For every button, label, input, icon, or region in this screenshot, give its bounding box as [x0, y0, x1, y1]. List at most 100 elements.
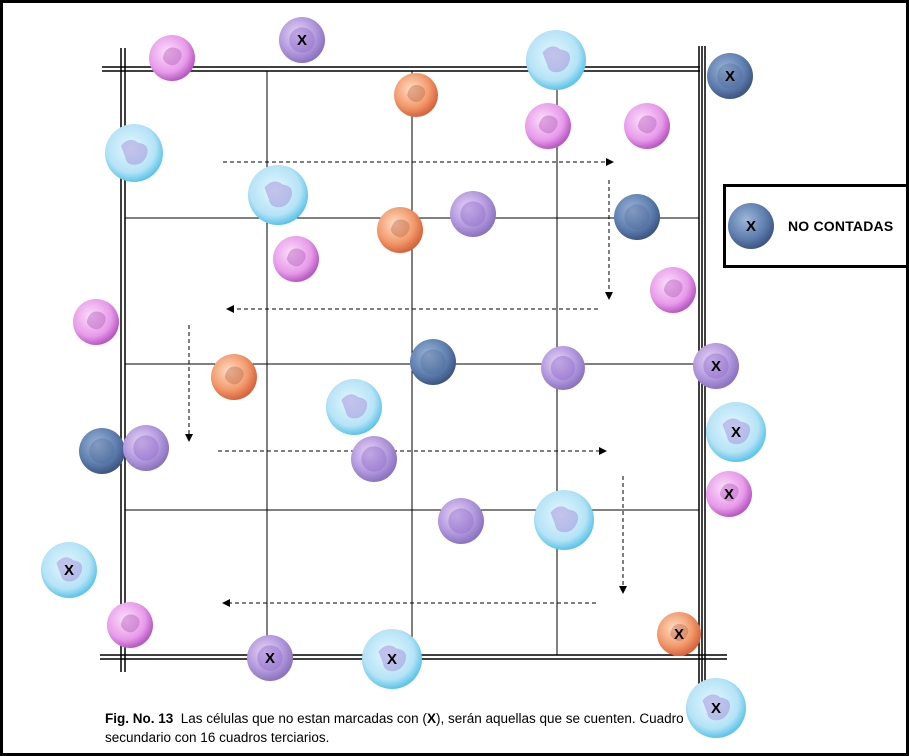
neutrophil-cell-body	[107, 602, 153, 648]
cell-x-marker: X	[724, 486, 734, 503]
monocyte-nucleus	[56, 557, 83, 582]
neutrophil-nucleus	[719, 483, 739, 502]
caption-text-after: ), serán aquellas que se cuenten. Cuadro…	[105, 711, 684, 745]
monocyte-nucleus	[378, 645, 407, 672]
lymphocyte-cell	[351, 436, 397, 482]
lymphocyte-cell-body	[541, 346, 585, 390]
neutrophil-nucleus	[162, 47, 182, 66]
neutrophil-nucleus	[286, 248, 306, 267]
eosinophil-cell	[211, 354, 257, 400]
cell-x-marker: X	[64, 562, 74, 579]
neutrophil-cell	[149, 35, 195, 81]
lymphocyte-nucleus	[133, 435, 159, 461]
monocyte-cell-body	[41, 542, 97, 598]
neutrophil-cell-body	[273, 236, 319, 282]
monocyte-nucleus	[341, 394, 368, 419]
basophil-cell-body	[614, 194, 660, 240]
lymphocyte-cell-body	[123, 425, 169, 471]
eosinophil-cell: X	[657, 612, 701, 656]
lymphocyte-nucleus	[448, 508, 474, 534]
neutrophil-cell-body	[706, 471, 752, 517]
eosinophil-nucleus	[224, 366, 244, 385]
basophil-cell-body	[79, 428, 125, 474]
lymphocyte-cell	[450, 191, 496, 237]
monocyte-cell-body	[326, 379, 382, 435]
monocyte-nucleus	[702, 694, 731, 721]
monocyte-cell-body	[248, 165, 308, 225]
eosinophil-cell	[377, 207, 423, 253]
monocyte-cell	[526, 30, 586, 90]
eosinophil-nucleus	[670, 624, 689, 642]
cell-x-marker: X	[387, 651, 397, 668]
basophil-cell-body	[410, 339, 456, 385]
legend-basophil-cell: X	[728, 203, 774, 249]
eosinophil-cell-body	[377, 207, 423, 253]
basophil-cell-body	[707, 53, 753, 99]
monocyte-cell-body	[105, 124, 163, 182]
lymphocyte-cell-body	[351, 436, 397, 482]
neutrophil-nucleus	[120, 614, 140, 633]
cell-x-marker: X	[725, 68, 735, 85]
monocyte-cell-body	[534, 490, 594, 550]
monocyte-cell: X	[362, 629, 422, 689]
neutrophil-cell-body	[73, 299, 119, 345]
monocyte-cell	[248, 165, 308, 225]
cell-x-marker: X	[297, 32, 307, 49]
basophil-nucleus	[420, 349, 446, 375]
monocyte-cell	[326, 379, 382, 435]
neutrophil-cell-body	[650, 267, 696, 313]
monocyte-cell-body	[686, 678, 746, 738]
monocyte-cell: X	[686, 678, 746, 738]
eosinophil-nucleus	[407, 85, 426, 103]
basophil-cell	[614, 194, 660, 240]
caption-text-before: Las células que no estan marcadas con (	[180, 711, 427, 726]
monocyte-cell-body	[706, 402, 766, 462]
neutrophil-nucleus	[637, 115, 657, 134]
neutrophil-cell	[525, 103, 571, 149]
legend-x-marker: X	[746, 218, 756, 235]
monocyte-nucleus	[722, 418, 751, 445]
eosinophil-cell	[394, 73, 438, 117]
lymphocyte-nucleus	[289, 27, 315, 53]
eosinophil-nucleus	[390, 219, 410, 238]
lymphocyte-cell-body	[450, 191, 496, 237]
monocyte-cell-body	[362, 629, 422, 689]
neutrophil-cell-body	[525, 103, 571, 149]
lymphocyte-nucleus	[257, 645, 283, 671]
lymphocyte-cell-body	[693, 343, 739, 389]
cell-x-marker: X	[711, 700, 721, 717]
neutrophil-cell	[273, 236, 319, 282]
neutrophil-nucleus	[86, 311, 106, 330]
lymphocyte-cell-body	[279, 17, 325, 63]
lymphocyte-nucleus	[361, 446, 387, 472]
legend-cell-body	[728, 203, 774, 249]
neutrophil-cell	[107, 602, 153, 648]
lymphocyte-cell-body	[438, 498, 484, 544]
lymphocyte-cell: X	[693, 343, 739, 389]
caption-marker: X	[426, 711, 436, 726]
lymphocyte-nucleus	[703, 353, 729, 379]
lymphocyte-nucleus	[550, 355, 576, 381]
lymphocyte-nucleus	[460, 201, 486, 227]
cell-x-marker: X	[711, 358, 721, 375]
lymphocyte-cell: X	[279, 17, 325, 63]
monocyte-nucleus	[264, 181, 293, 208]
monocyte-cell: X	[706, 402, 766, 462]
monocyte-cell: X	[41, 542, 97, 598]
basophil-cell	[410, 339, 456, 385]
basophil-nucleus	[89, 438, 115, 464]
lymphocyte-cell	[541, 346, 585, 390]
eosinophil-cell-body	[657, 612, 701, 656]
caption-figure-label: Fig. No. 13	[105, 711, 174, 726]
neutrophil-cell: X	[706, 471, 752, 517]
monocyte-nucleus	[550, 506, 579, 533]
lymphocyte-cell: X	[247, 635, 293, 681]
lymphocyte-cell	[438, 498, 484, 544]
legend-label: NO CONTADAS	[788, 218, 894, 234]
cell-x-marker: X	[731, 424, 741, 441]
lymphocyte-cell	[123, 425, 169, 471]
eosinophil-cell-body	[211, 354, 257, 400]
monocyte-nucleus	[120, 139, 148, 165]
monocyte-cell	[105, 124, 163, 182]
